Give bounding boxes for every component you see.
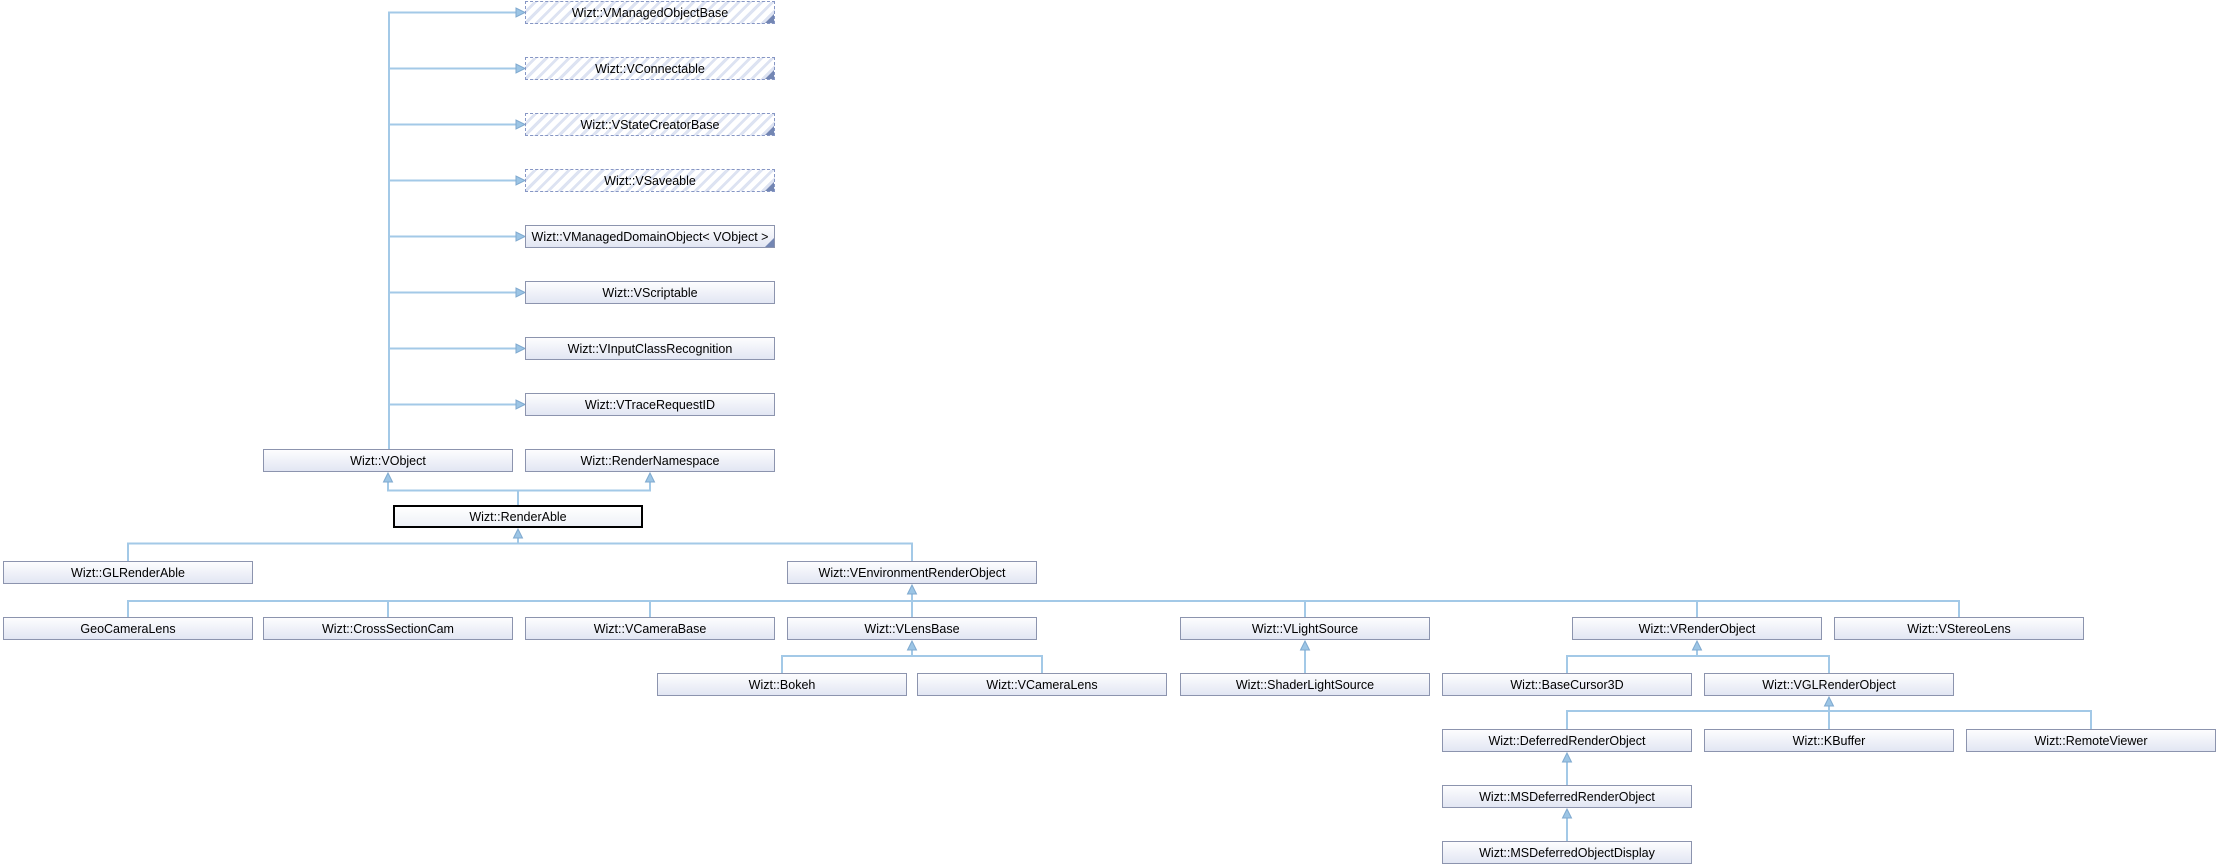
node-label: Wizt::VScriptable	[602, 285, 698, 300]
node-label: Wizt::VGLRenderObject	[1762, 677, 1896, 692]
node-label: Wizt::VRenderObject	[1638, 621, 1756, 636]
node-wizt-vstereolens[interactable]: Wizt::VStereoLens	[1834, 617, 2084, 640]
node-wizt-msdeferredrenderobject[interactable]: Wizt::MSDeferredRenderObject	[1442, 785, 1692, 808]
node-wizt-vcamerabase[interactable]: Wizt::VCameraBase	[525, 617, 775, 640]
node-wizt-kbuffer[interactable]: Wizt::KBuffer	[1704, 729, 1954, 752]
node-label: Wizt::VManagedDomainObject< VObject >	[531, 229, 769, 244]
node-label: Wizt::KBuffer	[1792, 733, 1866, 748]
node-wizt-vlightsource[interactable]: Wizt::VLightSource	[1180, 617, 1430, 640]
node-label: Wizt::VStereoLens	[1907, 621, 2011, 636]
node-label: Wizt::VConnectable	[595, 61, 705, 76]
node-wizt-vmanagedobjectbase: Wizt::VManagedObjectBase	[525, 1, 775, 24]
node-wizt-vobject[interactable]: Wizt::VObject	[263, 449, 513, 472]
node-label: Wizt::CrossSectionCam	[322, 621, 454, 636]
node-label: Wizt::DeferredRenderObject	[1488, 733, 1646, 748]
truncated-corner-icon	[765, 14, 774, 23]
node-wizt-vscriptable[interactable]: Wizt::VScriptable	[525, 281, 775, 304]
node-wizt-vrenderobject[interactable]: Wizt::VRenderObject	[1572, 617, 1822, 640]
truncated-corner-icon	[765, 70, 774, 79]
node-wizt-shaderlightsource[interactable]: Wizt::ShaderLightSource	[1180, 673, 1430, 696]
node-label: Wizt::VStateCreatorBase	[580, 117, 720, 132]
node-label: Wizt::VTraceRequestID	[584, 397, 716, 412]
node-label: Wizt::RemoteViewer	[2034, 733, 2148, 748]
node-wizt-crosssectioncam[interactable]: Wizt::CrossSectionCam	[263, 617, 513, 640]
node-label: Wizt::VLightSource	[1251, 621, 1359, 636]
node-label: Wizt::VInputClassRecognition	[567, 341, 733, 356]
node-wizt-basecursor3d[interactable]: Wizt::BaseCursor3D	[1442, 673, 1692, 696]
node-wizt-renderable: Wizt::RenderAble	[393, 505, 643, 528]
node-wizt-vsaveable: Wizt::VSaveable	[525, 169, 775, 192]
node-label: Wizt::BaseCursor3D	[1510, 677, 1624, 692]
node-wizt-vtracerequestid[interactable]: Wizt::VTraceRequestID	[525, 393, 775, 416]
node-label: Wizt::VManagedObjectBase	[571, 5, 729, 20]
node-label: GeoCameraLens	[80, 621, 176, 636]
node-wizt-vconnectable: Wizt::VConnectable	[525, 57, 775, 80]
node-wizt-vmanageddomainobject[interactable]: Wizt::VManagedDomainObject< VObject >	[525, 225, 775, 248]
truncated-corner-icon	[765, 126, 774, 135]
node-wizt-venvironmentrenderobject[interactable]: Wizt::VEnvironmentRenderObject	[787, 561, 1037, 584]
node-label: Wizt::VSaveable	[604, 173, 696, 188]
node-wizt-vglrenderobject[interactable]: Wizt::VGLRenderObject	[1704, 673, 1954, 696]
node-label: Wizt::RenderNamespace	[580, 453, 720, 468]
node-label: Wizt::VCameraLens	[986, 677, 1098, 692]
node-label: Wizt::Bokeh	[748, 677, 816, 692]
node-wizt-msdeferredobjectdisplay[interactable]: Wizt::MSDeferredObjectDisplay	[1442, 841, 1692, 864]
node-wizt-vcameralens[interactable]: Wizt::VCameraLens	[917, 673, 1167, 696]
truncated-corner-icon	[765, 182, 774, 191]
node-wizt-vstatecreatorbase: Wizt::VStateCreatorBase	[525, 113, 775, 136]
node-wizt-rendernamespace[interactable]: Wizt::RenderNamespace	[525, 449, 775, 472]
node-label: Wizt::ShaderLightSource	[1235, 677, 1375, 692]
node-wizt-vinputclassrecognition[interactable]: Wizt::VInputClassRecognition	[525, 337, 775, 360]
node-wizt-bokeh[interactable]: Wizt::Bokeh	[657, 673, 907, 696]
node-label: Wizt::VEnvironmentRenderObject	[818, 565, 1006, 580]
node-wizt-glrenderable[interactable]: Wizt::GLRenderAble	[3, 561, 253, 584]
node-label: Wizt::MSDeferredObjectDisplay	[1479, 845, 1655, 860]
node-label: Wizt::MSDeferredRenderObject	[1479, 789, 1655, 804]
node-label: Wizt::GLRenderAble	[71, 565, 185, 580]
truncated-corner-icon	[765, 238, 774, 247]
node-wizt-remoteviewer[interactable]: Wizt::RemoteViewer	[1966, 729, 2216, 752]
node-geocameralens[interactable]: GeoCameraLens	[3, 617, 253, 640]
node-wizt-deferredrenderobject[interactable]: Wizt::DeferredRenderObject	[1442, 729, 1692, 752]
node-label: Wizt::VCameraBase	[593, 621, 707, 636]
node-label: Wizt::VObject	[350, 453, 426, 468]
node-wizt-vlensbase[interactable]: Wizt::VLensBase	[787, 617, 1037, 640]
node-label: Wizt::VLensBase	[864, 621, 960, 636]
node-label: Wizt::RenderAble	[469, 509, 567, 524]
